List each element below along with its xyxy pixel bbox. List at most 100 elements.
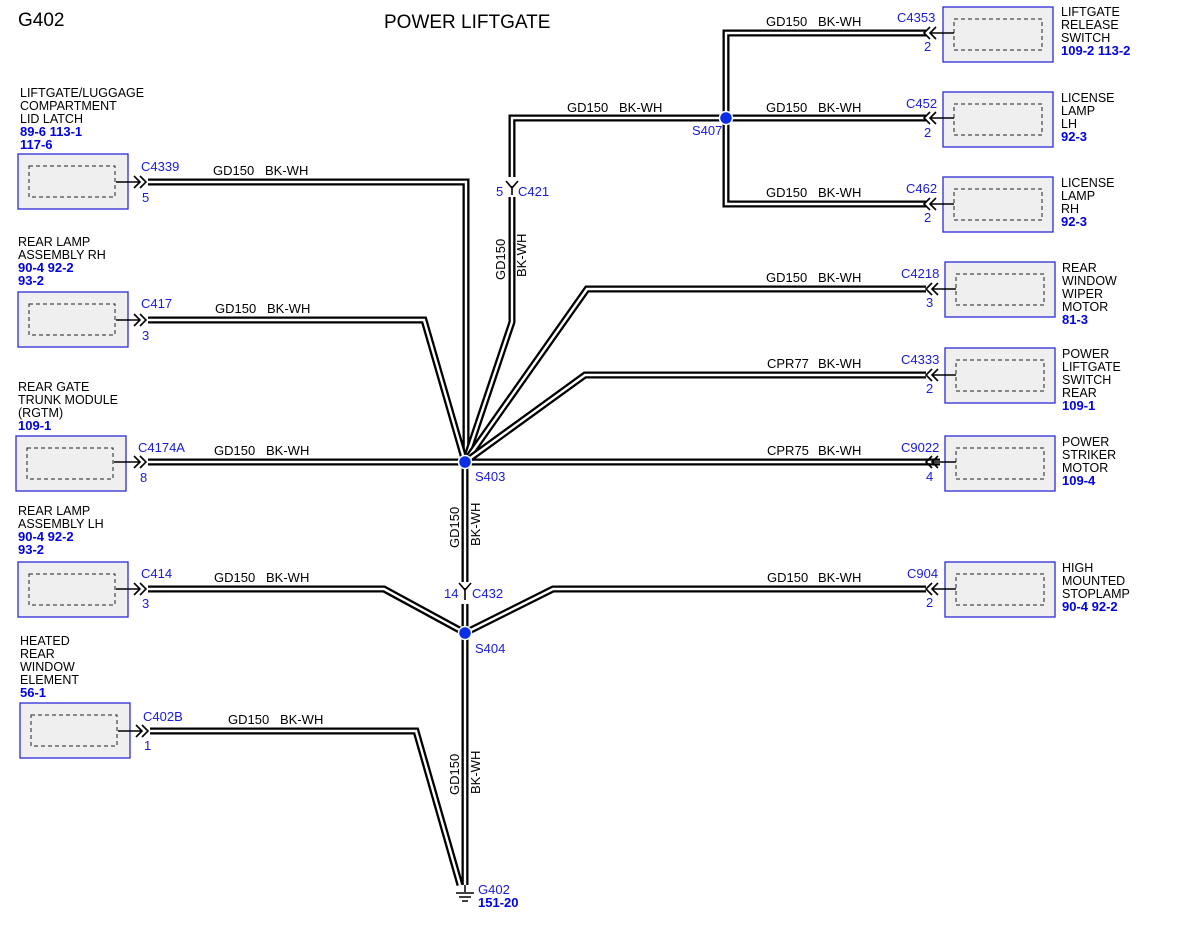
svg-text:GD150: GD150 — [493, 239, 508, 280]
svg-text:BK-WH: BK-WH — [818, 570, 861, 585]
svg-text:GD150: GD150 — [213, 163, 254, 178]
svg-text:109-2 113-2: 109-2 113-2 — [1061, 43, 1130, 58]
svg-text:LAMP: LAMP — [1061, 189, 1095, 203]
svg-text:BK-WH: BK-WH — [619, 100, 662, 115]
svg-text:GD150: GD150 — [447, 754, 462, 795]
connector-pin: 5 — [142, 190, 149, 205]
svg-text:GD150: GD150 — [215, 301, 256, 316]
svg-text:92-3: 92-3 — [1061, 129, 1087, 144]
svg-text:MOTOR: MOTOR — [1062, 461, 1108, 475]
connector-pin: 2 — [924, 210, 931, 225]
svg-text:LICENSE: LICENSE — [1061, 176, 1115, 190]
svg-text:LIFTGATE: LIFTGATE — [1061, 5, 1120, 19]
svg-text:CPR75: CPR75 — [767, 443, 809, 458]
inline-connector-C421 — [505, 180, 519, 195]
svg-text:ELEMENT: ELEMENT — [20, 673, 79, 687]
connector-pin: 2 — [926, 381, 933, 396]
svg-text:SWITCH: SWITCH — [1062, 373, 1111, 387]
svg-text:92-3: 92-3 — [1061, 214, 1087, 229]
connector-id: C402B — [143, 709, 183, 724]
svg-text:REAR LAMP: REAR LAMP — [18, 235, 90, 249]
label-liftgate-switch: POWER LIFTGATE SWITCH REAR 109-1 — [1062, 347, 1121, 413]
ground-id-header: G402 — [18, 10, 64, 31]
svg-text:109-1: 109-1 — [18, 418, 51, 433]
component-liftgate-switch — [924, 347, 1056, 404]
component-lid-latch — [17, 153, 148, 210]
svg-text:GD150: GD150 — [447, 507, 462, 548]
svg-text:BK-WH: BK-WH — [266, 443, 309, 458]
svg-text:MOUNTED: MOUNTED — [1062, 574, 1125, 588]
svg-text:CPR77: CPR77 — [767, 356, 809, 371]
splice-S403 — [457, 454, 473, 470]
svg-text:90-4 92-2: 90-4 92-2 — [1062, 599, 1118, 614]
svg-text:BK-WH: BK-WH — [514, 234, 529, 277]
component-wiper-motor — [924, 261, 1056, 318]
svg-text:GD150: GD150 — [766, 270, 807, 285]
connector-id: C414 — [141, 566, 172, 581]
label-license-rh: LICENSE LAMP RH 92-3 — [1061, 176, 1115, 229]
svg-text:REAR GATE: REAR GATE — [18, 380, 89, 394]
svg-text:GD150: GD150 — [766, 100, 807, 115]
connector-pin: 3 — [142, 596, 149, 611]
svg-text:BK-WH: BK-WH — [818, 185, 861, 200]
connector-pin: 3 — [926, 295, 933, 310]
connector-pin: 1 — [144, 738, 151, 753]
svg-text:REAR LAMP: REAR LAMP — [18, 504, 90, 518]
connector-id: C4339 — [141, 159, 179, 174]
svg-text:109-1: 109-1 — [1062, 398, 1095, 413]
wire-labels-vertical: GD150 BK-WH GD150 BK-WH GD150 BK-WH — [447, 234, 529, 795]
svg-text:81-3: 81-3 — [1062, 312, 1088, 327]
connector-id: C462 — [906, 181, 937, 196]
svg-text:ASSEMBLY LH: ASSEMBLY LH — [18, 517, 104, 531]
svg-text:SWITCH: SWITCH — [1061, 31, 1110, 45]
svg-text:LIFTGATE/LUGGAGE: LIFTGATE/LUGGAGE — [20, 86, 144, 100]
svg-text:BK-WH: BK-WH — [818, 443, 861, 458]
connector-pin: 4 — [926, 469, 933, 484]
splice-S404 — [457, 625, 473, 641]
label-stoplamp: HIGH MOUNTED STOPLAMP 90-4 92-2 — [1062, 561, 1130, 614]
label-striker-motor: POWER STRIKER MOTOR 109-4 — [1062, 435, 1116, 488]
svg-text:(RGTM): (RGTM) — [18, 406, 63, 420]
ground-label: G402 — [478, 882, 510, 897]
svg-text:RELEASE: RELEASE — [1061, 18, 1119, 32]
svg-text:BK-WH: BK-WH — [818, 356, 861, 371]
component-stoplamp — [924, 561, 1056, 618]
connector-labels: C4339 5 C417 3 C4174A 8 C414 3 C402B 1 C… — [138, 10, 939, 753]
component-license-rh — [922, 176, 1054, 233]
connector-id: C452 — [906, 96, 937, 111]
svg-text:BK-WH: BK-WH — [818, 14, 861, 29]
svg-text:REAR: REAR — [20, 647, 55, 661]
connector-pin: 8 — [140, 470, 147, 485]
component-rear-lamp-lh — [17, 561, 148, 618]
connector-id: C432 — [472, 586, 503, 601]
connector-pin: 2 — [926, 595, 933, 610]
label-wiper-motor: REAR WINDOW WIPER MOTOR 81-3 — [1062, 261, 1117, 327]
connector-id: C4218 — [901, 266, 939, 281]
splice-label-S403: S403 — [475, 469, 505, 484]
svg-text:RH: RH — [1061, 202, 1079, 216]
connector-id: C421 — [518, 184, 549, 199]
label-lid-latch: LIFTGATE/LUGGAGE COMPARTMENT LID LATCH 8… — [20, 86, 144, 152]
connector-id: C904 — [907, 566, 938, 581]
label-rgtm: REAR GATE TRUNK MODULE (RGTM) 109-1 — [18, 380, 118, 433]
connector-id: C4353 — [897, 10, 935, 25]
svg-text:POWER: POWER — [1062, 347, 1109, 361]
svg-text:89-6 113-1: 89-6 113-1 — [20, 124, 82, 139]
svg-text:WIPER: WIPER — [1062, 287, 1103, 301]
svg-text:GD150: GD150 — [766, 14, 807, 29]
svg-text:BK-WH: BK-WH — [818, 100, 861, 115]
svg-text:93-2: 93-2 — [18, 273, 44, 288]
svg-text:MOTOR: MOTOR — [1062, 300, 1108, 314]
label-heated-window: HEATED REAR WINDOW ELEMENT 56-1 — [20, 634, 79, 700]
connector-pin: 5 — [496, 184, 503, 199]
wires — [148, 29, 940, 886]
svg-text:LAMP: LAMP — [1061, 104, 1095, 118]
svg-text:BK-WH: BK-WH — [280, 712, 323, 727]
component-license-lh — [922, 91, 1054, 148]
ground-symbol — [456, 885, 474, 902]
component-rgtm — [15, 435, 148, 492]
connector-pin: 14 — [444, 586, 458, 601]
connector-id: C4174A — [138, 440, 185, 455]
ground-ref: 151-20 — [478, 895, 518, 910]
